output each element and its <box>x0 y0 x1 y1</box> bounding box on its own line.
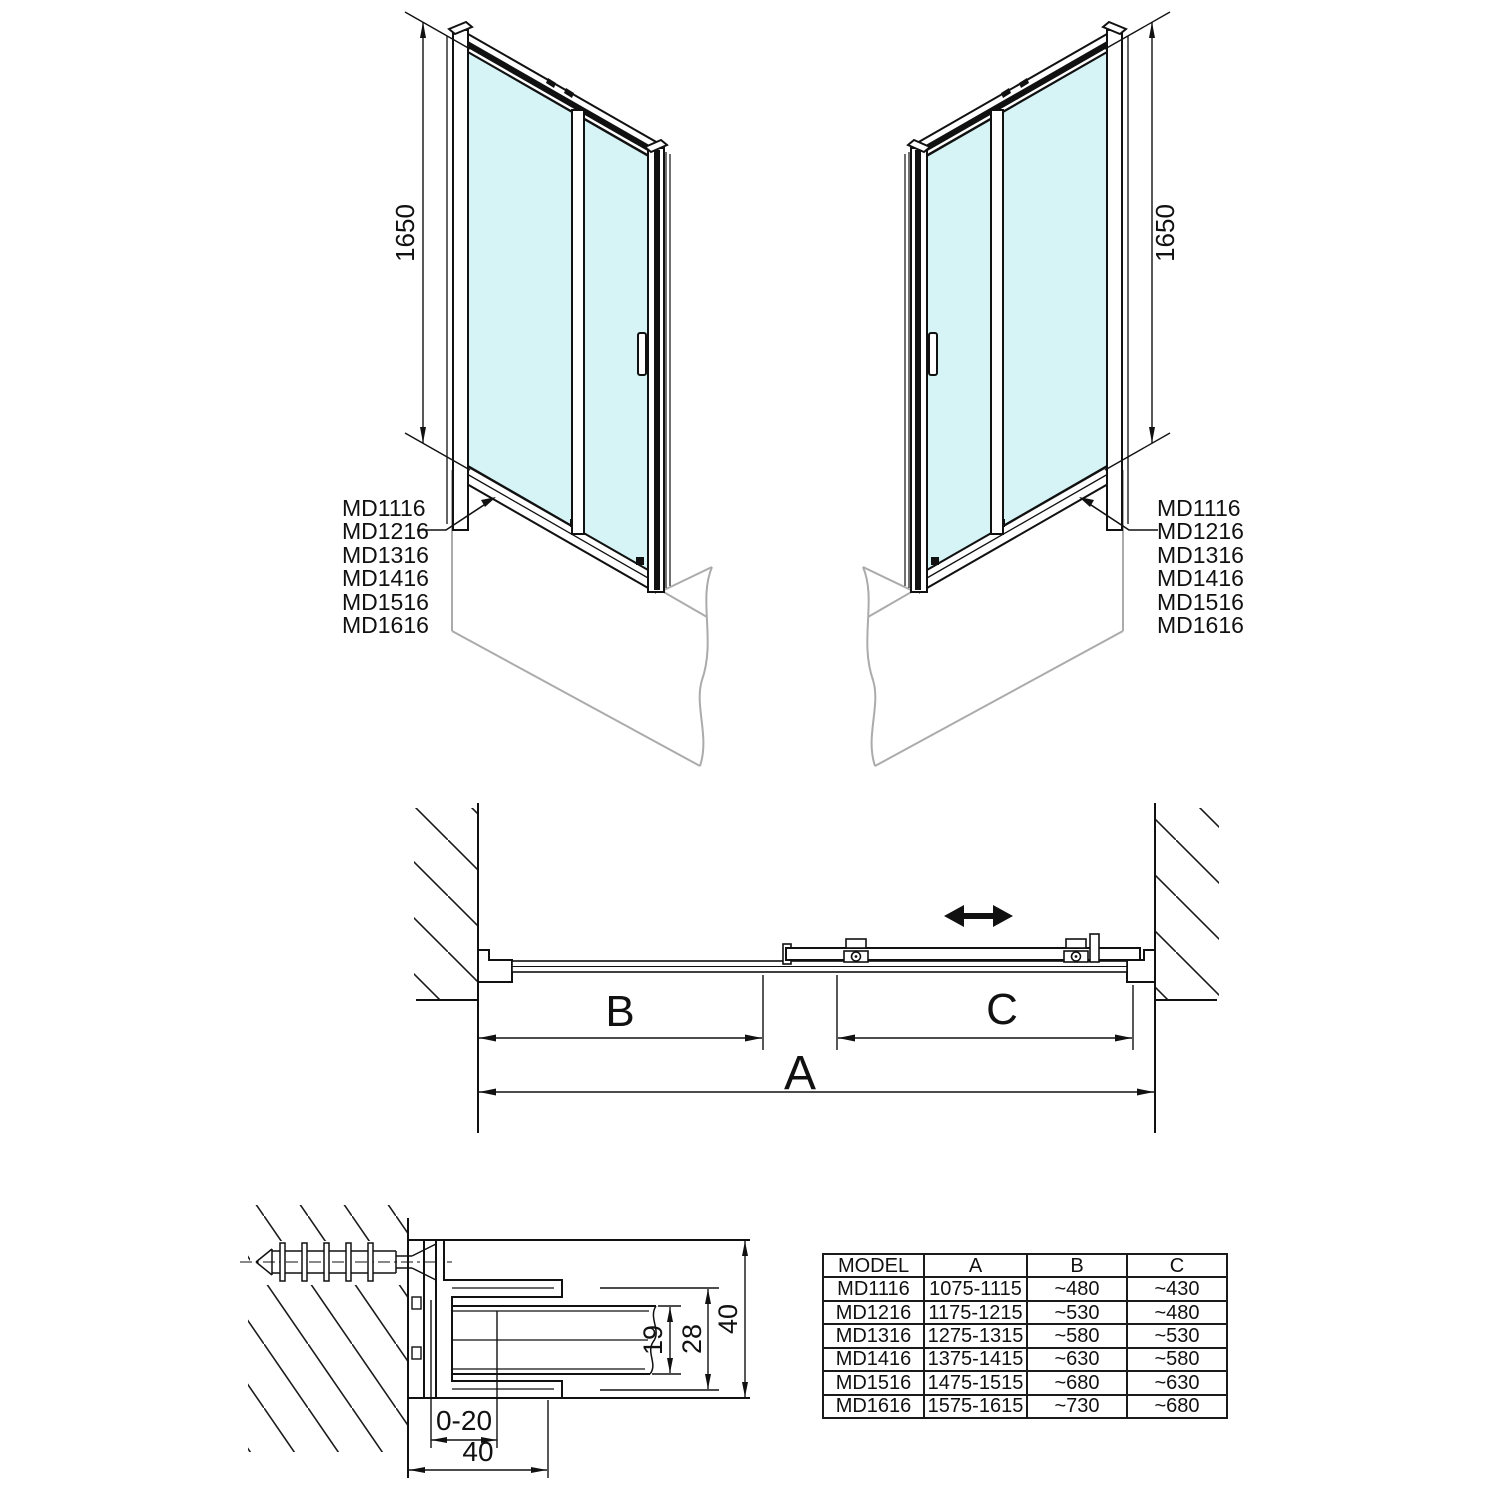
table-cell-c: ~480 <box>1126 1299 1228 1326</box>
dim-label-glass-pocket: 19 <box>638 1325 668 1355</box>
dim-label-depth: 40 <box>462 1436 493 1467</box>
model-label: MD1216 <box>342 518 429 544</box>
plan-sliding-panel <box>782 933 1141 965</box>
table-row: MD1616 1575-1615 ~730 ~680 <box>822 1393 1228 1420</box>
model-leader-left <box>417 497 496 531</box>
model-list-left: MD1116 MD1216 MD1316 MD1416 MD1516 MD161… <box>342 495 429 638</box>
height-dimension-right <box>1104 11 1171 471</box>
table-cell-model: MD1216 <box>822 1299 925 1326</box>
table-row: MD1116 1075-1115 ~480 ~430 <box>822 1276 1228 1302</box>
model-label: MD1616 <box>1157 612 1244 638</box>
wall-bracket-left <box>477 949 513 983</box>
table-cell-b: ~580 <box>1026 1323 1128 1349</box>
dim-label-profile-inner: 28 <box>677 1324 707 1354</box>
model-label: MD1316 <box>1157 542 1244 568</box>
bath-screen-elevation-mirrored <box>862 21 1129 767</box>
dim-label-c: C <box>986 985 1018 1034</box>
table-cell-c: ~530 <box>1126 1323 1228 1349</box>
glass-channel-profile <box>435 1239 563 1399</box>
table-cell-a: 1175-1215 <box>923 1299 1028 1326</box>
table-header-row: MODEL A B C <box>822 1252 1228 1279</box>
fixed-glass-panel <box>467 50 573 528</box>
table-header-a: A <box>923 1252 1028 1279</box>
table-cell-c: ~630 <box>1126 1370 1228 1396</box>
model-label: MD1416 <box>342 565 429 591</box>
table-cell-a: 1475-1515 <box>923 1370 1028 1396</box>
plan-wall-right-hatch <box>1155 808 1219 1000</box>
table-cell-c: ~580 <box>1126 1346 1228 1373</box>
table-cell-a: 1375-1415 <box>923 1346 1028 1373</box>
table-row: MD1416 1375-1415 ~630 ~580 <box>822 1346 1228 1373</box>
model-label: MD1216 <box>1157 518 1244 544</box>
glass-break-line <box>649 1305 657 1375</box>
model-label: MD1616 <box>342 612 429 638</box>
center-stile <box>571 109 585 535</box>
dim-label-profile-outer: 40 <box>713 1304 743 1334</box>
bath-screen-elevation <box>446 20 713 767</box>
table-cell-b: ~730 <box>1026 1393 1128 1420</box>
table-cell-b: ~530 <box>1026 1299 1128 1326</box>
plan-wall-left-hatch <box>414 808 478 1000</box>
table-cell-a: 1075-1115 <box>923 1276 1028 1302</box>
slide-direction-arrow-icon <box>944 905 1013 927</box>
table-cell-model: MD1316 <box>822 1323 925 1349</box>
table-cell-c: ~680 <box>1126 1393 1228 1420</box>
model-leader-right <box>1079 497 1158 531</box>
table-cell-model: MD1616 <box>822 1393 925 1420</box>
section-detail: 0-20 40 19 28 40 <box>240 1205 750 1478</box>
dim-label-a: A <box>784 1047 816 1100</box>
model-label: MD1516 <box>342 589 429 615</box>
section-dimensions <box>409 1241 748 1478</box>
size-table: MODEL A B C MD1116 1075-1115 ~480 ~430 M… <box>822 1252 1228 1420</box>
table-cell-b: ~630 <box>1026 1346 1128 1373</box>
model-list-right: MD1116 MD1216 MD1316 MD1416 MD1516 MD161… <box>1157 495 1244 638</box>
table-cell-b: ~480 <box>1026 1276 1128 1302</box>
table-header-b: B <box>1026 1252 1128 1279</box>
table-header-model: MODEL <box>822 1252 925 1279</box>
plan-view: B C A <box>414 803 1219 1133</box>
table-cell-b: ~680 <box>1026 1370 1128 1396</box>
table-cell-model: MD1116 <box>822 1276 925 1302</box>
height-dim-label-right: 1650 <box>1150 204 1180 262</box>
table-cell-a: 1275-1315 <box>923 1323 1028 1349</box>
height-dim-label-left: 1650 <box>390 204 420 262</box>
wall-profile-stile <box>452 29 469 531</box>
tub-break-line <box>698 566 713 767</box>
model-label: MD1316 <box>342 542 429 568</box>
table-row: MD1216 1175-1215 ~530 ~480 <box>822 1299 1228 1326</box>
model-label: MD1416 <box>1157 565 1244 591</box>
table-cell-c: ~430 <box>1126 1276 1228 1302</box>
table-row: MD1516 1475-1515 ~680 ~630 <box>822 1370 1228 1396</box>
table-header-c: C <box>1126 1252 1228 1279</box>
dim-label-b: B <box>605 987 634 1036</box>
height-dimension-left <box>404 11 471 471</box>
table-cell-model: MD1516 <box>822 1370 925 1396</box>
wall-anchor-screw <box>240 1242 452 1282</box>
table-cell-model: MD1416 <box>822 1346 925 1373</box>
plan-dimensions <box>479 975 1154 1096</box>
model-label: MD1516 <box>1157 589 1244 615</box>
table-row: MD1316 1275-1315 ~580 ~530 <box>822 1323 1228 1349</box>
model-label: MD1116 <box>1157 495 1241 521</box>
glass-in-profile <box>452 1305 657 1375</box>
sliding-door <box>446 20 671 594</box>
model-label: MD1116 <box>342 495 426 521</box>
table-cell-a: 1575-1615 <box>923 1393 1028 1420</box>
door-handle-shape <box>637 332 647 376</box>
dim-label-gap: 0-20 <box>436 1405 492 1436</box>
